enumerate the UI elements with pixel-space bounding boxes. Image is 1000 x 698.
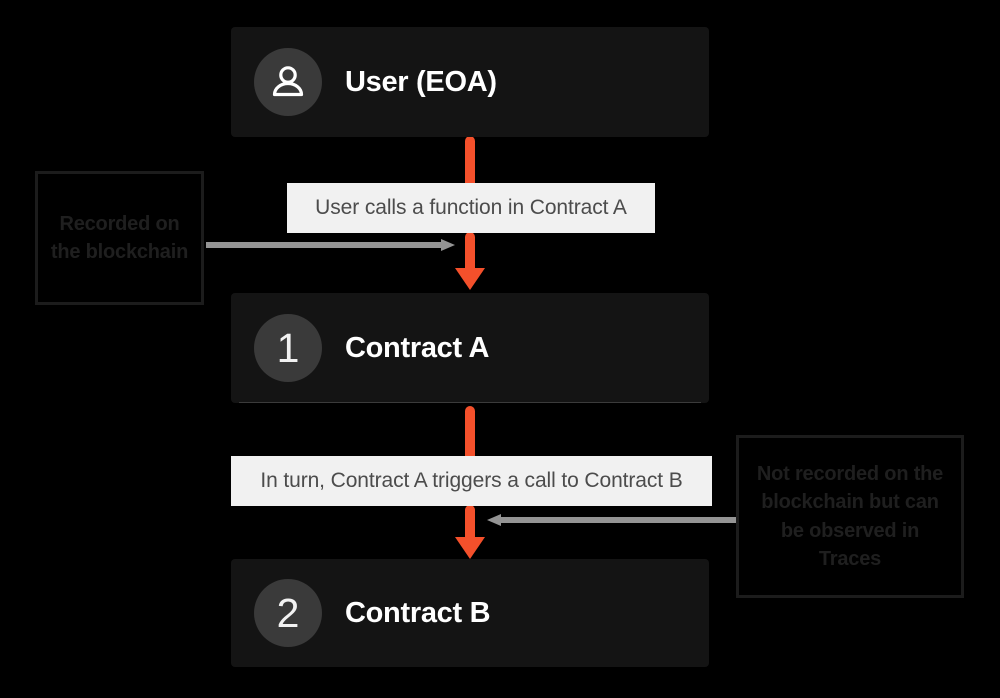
node-contract-a-label: Contract A: [345, 331, 490, 364]
node-contract-a-underline: [239, 402, 701, 403]
annotation-not-recorded-traces: Not recorded on the blockchain but can b…: [736, 435, 964, 598]
node-contract-b[interactable]: 2 Contract B: [231, 559, 709, 667]
arrow-user-to-contract-a-head: [455, 232, 485, 290]
message-pill-contract-a-triggers: In turn, Contract A triggers a call to C…: [231, 456, 712, 506]
arrow-user-to-contract-a: [455, 136, 485, 192]
arrow-contract-a-to-contract-b: [455, 406, 485, 456]
badge-number-2: 2: [254, 579, 322, 647]
pointer-arrow-left: [206, 239, 455, 251]
annotation-not-recorded-traces-text: Not recorded on the blockchain but can b…: [756, 462, 944, 570]
arrow-contract-a-to-contract-b-head: [455, 505, 485, 559]
message-pill-contract-a-triggers-text: In turn, Contract A triggers a call to C…: [260, 469, 683, 492]
node-user-label: User (EOA): [345, 65, 497, 98]
node-contract-a[interactable]: 1 Contract A: [231, 293, 709, 403]
message-pill-user-calls: User calls a function in Contract A: [287, 183, 655, 233]
message-pill-user-calls-text: User calls a function in Contract A: [315, 196, 627, 219]
node-contract-b-label: Contract B: [345, 596, 491, 629]
person-icon: [254, 48, 322, 116]
pointer-arrow-right: [487, 514, 736, 526]
annotation-recorded-on-blockchain: Recorded on the blockchain: [35, 171, 204, 305]
node-user[interactable]: User (EOA): [231, 27, 709, 137]
badge-number-2-value: 2: [276, 589, 300, 636]
annotation-recorded-on-blockchain-text: Recorded on the blockchain: [50, 212, 189, 263]
badge-number-1: 1: [254, 314, 322, 382]
badge-number-1-value: 1: [276, 324, 300, 371]
